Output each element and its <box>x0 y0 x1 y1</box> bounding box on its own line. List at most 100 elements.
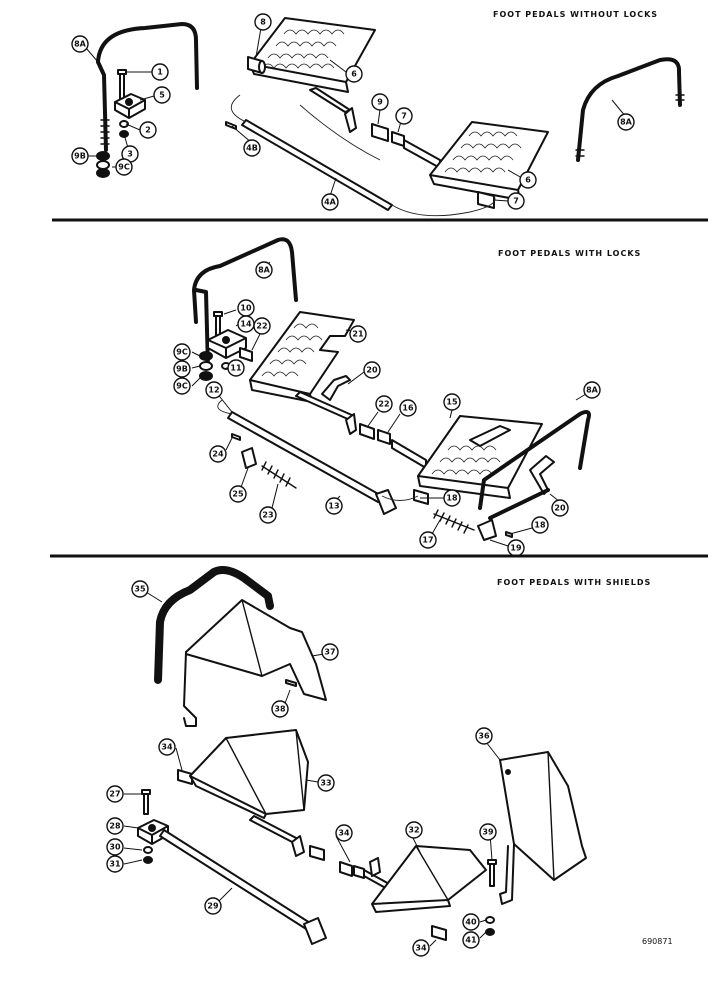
bolt-10 <box>213 311 223 337</box>
svg-text:9C: 9C <box>176 348 188 357</box>
shield-37 <box>185 599 327 701</box>
spring-17 <box>433 509 475 534</box>
pedal-33-shaft <box>249 815 301 845</box>
callout: 6 <box>519 171 537 189</box>
svg-text:3: 3 <box>127 150 133 159</box>
svg-text:14: 14 <box>240 320 252 329</box>
section-title-without-locks: FOOT PEDALS WITHOUT LOCKS <box>493 10 658 19</box>
pedal-tread-left <box>261 29 345 69</box>
pedal-15-tread <box>431 445 501 475</box>
svg-text:21: 21 <box>352 330 364 339</box>
callout: 12 <box>205 381 223 399</box>
svg-text:32: 32 <box>408 826 419 835</box>
shield-36-foot <box>499 843 515 905</box>
bushing-7-lower <box>477 191 495 209</box>
handle-threads <box>100 119 110 145</box>
bracket-14 <box>207 329 247 359</box>
svg-text:16: 16 <box>402 404 414 413</box>
callout: 9C <box>173 343 191 361</box>
washer-40 <box>485 916 495 924</box>
svg-text:9B: 9B <box>176 365 188 374</box>
washer-9b <box>199 361 213 371</box>
section-title-with-shields: FOOT PEDALS WITH SHIELDS <box>497 578 651 587</box>
svg-text:15: 15 <box>446 398 458 407</box>
callout: 9B <box>71 147 89 165</box>
callout: 36 <box>475 727 493 745</box>
pedal-lever-locks <box>345 413 357 435</box>
svg-text:20: 20 <box>366 366 378 375</box>
callout: 2 <box>139 121 157 139</box>
callouts-s2: 8A 10 14 22 21 9C 9B 9C 11 12 20 22 16 1… <box>173 261 601 557</box>
callout: 28 <box>106 817 124 835</box>
washer-9c <box>96 160 110 170</box>
callout: 8 <box>254 13 272 31</box>
callout: 9C <box>115 158 133 176</box>
callout: 18 <box>531 516 549 534</box>
nut-9c <box>96 168 110 178</box>
pedal-lever <box>344 107 357 133</box>
callout: 7 <box>395 107 413 125</box>
svg-text:12: 12 <box>208 386 219 395</box>
callout: 41 <box>462 931 480 949</box>
bushing-9 <box>371 123 389 142</box>
bushing-34-c <box>339 861 353 877</box>
cross-shaft-13 <box>227 411 383 503</box>
washer-30 <box>143 846 153 854</box>
callout: 34 <box>158 738 176 756</box>
svg-text:1: 1 <box>157 68 163 77</box>
callout: 30 <box>106 838 124 856</box>
callout: 8A <box>255 261 273 279</box>
svg-text:36: 36 <box>478 732 490 741</box>
bushing-16 <box>377 429 391 445</box>
svg-text:28: 28 <box>109 822 121 831</box>
svg-text:8A: 8A <box>74 40 87 49</box>
svg-text:29: 29 <box>207 902 219 911</box>
shield-36 <box>499 751 587 881</box>
lock-lever-20-right <box>529 455 555 495</box>
callout: 4A <box>321 193 339 211</box>
cross-shaft-29-bracket <box>303 917 327 945</box>
callout: 13 <box>325 497 343 515</box>
svg-text:13: 13 <box>328 502 339 511</box>
svg-text:23: 23 <box>262 511 273 520</box>
lock-lever-20 <box>321 375 351 401</box>
nut-9b <box>96 151 110 161</box>
pedal-tread-right <box>444 131 522 173</box>
svg-text:9C: 9C <box>176 382 188 391</box>
shield-36-fold <box>499 751 555 881</box>
callout: 14 <box>237 315 255 333</box>
callout: 21 <box>349 325 367 343</box>
pedal-shaft <box>403 139 441 169</box>
callout: 33 <box>317 774 335 792</box>
section-with-locks: FOOT PEDALS WITH LOCKS <box>173 237 640 557</box>
callout: 8A <box>617 113 635 131</box>
callout: 7 <box>507 192 525 210</box>
callout: 17 <box>419 531 437 549</box>
section-without-locks: FOOT PEDALS WITHOUT LOCKS <box>71 10 685 217</box>
pedal-32-fold <box>415 845 449 901</box>
bushing-34-a <box>177 769 193 785</box>
callout: 32 <box>405 821 423 839</box>
assembly-outline <box>231 94 496 217</box>
lock-washer-2 <box>119 120 129 128</box>
pedal-shaft-right <box>391 439 427 469</box>
callout: 5 <box>153 86 171 104</box>
svg-text:6: 6 <box>351 70 357 79</box>
pedal-33 <box>189 729 309 819</box>
bracket-hole <box>125 98 133 106</box>
svg-text:9B: 9B <box>74 152 86 161</box>
svg-text:31: 31 <box>109 860 121 869</box>
svg-text:19: 19 <box>510 544 522 553</box>
pedal-33-fold <box>225 729 305 815</box>
svg-text:10: 10 <box>240 304 252 313</box>
nut-31 <box>143 856 153 864</box>
callout: 40 <box>462 913 480 931</box>
callout: 22 <box>253 317 271 335</box>
pedal-32-lever <box>369 857 381 877</box>
nut-9c-bottom <box>199 371 213 381</box>
cross-shaft-4a <box>241 119 393 211</box>
handle-bar-left-locks <box>192 237 298 324</box>
svg-text:41: 41 <box>465 936 477 945</box>
pedal-21-tread <box>261 323 323 377</box>
